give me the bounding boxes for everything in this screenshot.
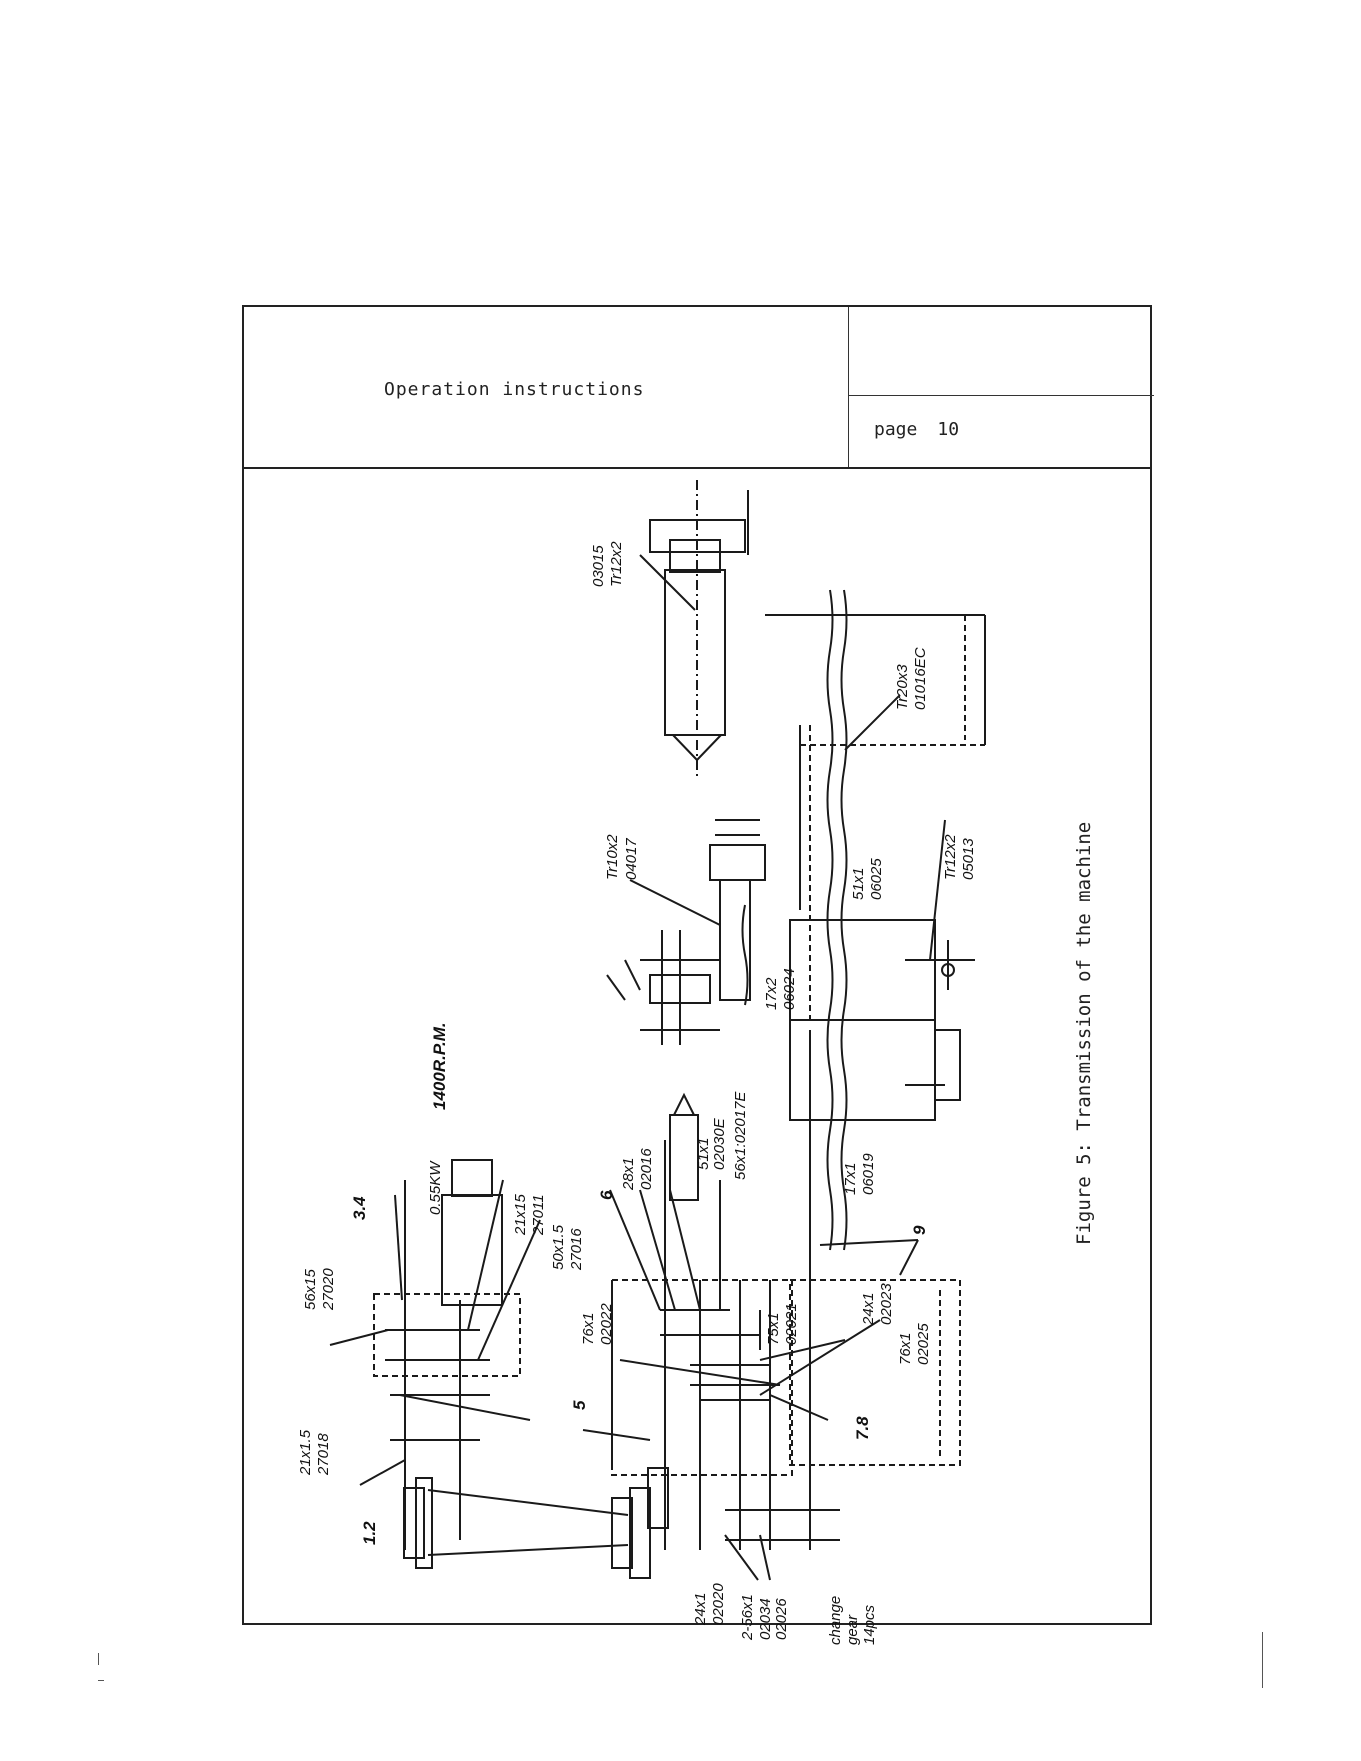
label-02021: 02021: [783, 1303, 800, 1345]
label-51x1b: 51x1: [850, 867, 867, 900]
gearbox-outline: [373, 1293, 521, 1377]
page-title: Operation instructions: [384, 379, 645, 400]
label-9: 9: [910, 1225, 929, 1235]
page-number: 10: [937, 419, 960, 440]
label-56x1: 56x1:02017E: [732, 1091, 749, 1180]
label-06019: 06019: [860, 1153, 877, 1195]
scan-mark: [1262, 1632, 1263, 1688]
scan-mark: [98, 1653, 99, 1665]
label-3-4: 3.4: [350, 1196, 369, 1220]
label-27020: 27020: [320, 1268, 337, 1311]
label-03015: 03015: [590, 545, 607, 587]
label-27011: 27011: [530, 1194, 547, 1236]
label-2-56x1: 2-56x1: [739, 1594, 756, 1641]
label-02030e: 02030E: [711, 1117, 728, 1170]
label-01016ec: 01016EC: [912, 647, 929, 710]
page-number-cell: page 10: [874, 419, 959, 440]
label-17x1: 17x1: [842, 1162, 859, 1195]
label-05013: 05013: [960, 838, 977, 880]
label-gear: gear: [844, 1614, 861, 1645]
label-17x2: 17x2: [763, 977, 780, 1010]
label-tr12x2b: Tr12x2: [608, 541, 625, 587]
label-21x15a: 21x15: [512, 1193, 529, 1236]
figure-caption: Figure 5: Transmission of the machine: [1073, 822, 1095, 1245]
label-02016: 02016: [638, 1148, 655, 1190]
motor-shaft-end: [451, 1159, 493, 1197]
scan-mark: [98, 1680, 104, 1681]
label-7-8: 7.8: [853, 1416, 872, 1440]
page-label: page: [874, 419, 918, 440]
label-02023: 02023: [878, 1283, 895, 1325]
label-24x1b: 24x1: [692, 1592, 709, 1626]
label-06025: 06025: [868, 858, 885, 900]
label-02022: 02022: [598, 1303, 615, 1345]
label-76x1a: 76x1: [580, 1312, 597, 1345]
label-tr12x2a: Tr12x2: [942, 834, 959, 880]
label-02025: 02025: [915, 1323, 932, 1365]
label-56x15: 56x15: [302, 1268, 319, 1310]
label-06024: 06024: [781, 968, 798, 1010]
page-frame: Operation instructions page 10: [242, 305, 1154, 1625]
label-14pcs: 14pcs: [861, 1604, 878, 1645]
label-tr10x2: Tr10x2: [604, 834, 621, 880]
label-1-2: 1.2: [360, 1521, 379, 1545]
label-50x15: 50x1.5: [550, 1224, 567, 1270]
label-tr20x3: Tr20x3: [894, 664, 911, 710]
header-cell-divider: [848, 395, 1154, 396]
label-02026: 02026: [773, 1598, 790, 1640]
label-27016: 27016: [568, 1228, 585, 1271]
label-75x1: 75x1: [765, 1312, 782, 1345]
motor: [441, 1194, 503, 1306]
header-divider: [244, 467, 1150, 469]
label-motor-power: 0.55KW: [427, 1160, 444, 1215]
label-motor-speed: 1400R.P.M.: [430, 1022, 449, 1110]
label-02020: 02020: [710, 1583, 727, 1625]
label-change: change: [827, 1596, 844, 1645]
label-27018: 27018: [315, 1433, 332, 1476]
label-5: 5: [570, 1400, 589, 1410]
label-24x1a: 24x1: [860, 1292, 877, 1326]
label-04017: 04017: [623, 838, 640, 880]
label-28x1: 28x1: [620, 1157, 637, 1191]
label-51x1a: 51x1: [695, 1137, 712, 1170]
label-02034: 02034: [757, 1598, 774, 1640]
label-76x1b: 76x1: [897, 1332, 914, 1365]
label-21x15b: 21x1.5: [297, 1429, 314, 1476]
label-6: 6: [597, 1190, 616, 1200]
header-column-divider: [848, 307, 849, 467]
